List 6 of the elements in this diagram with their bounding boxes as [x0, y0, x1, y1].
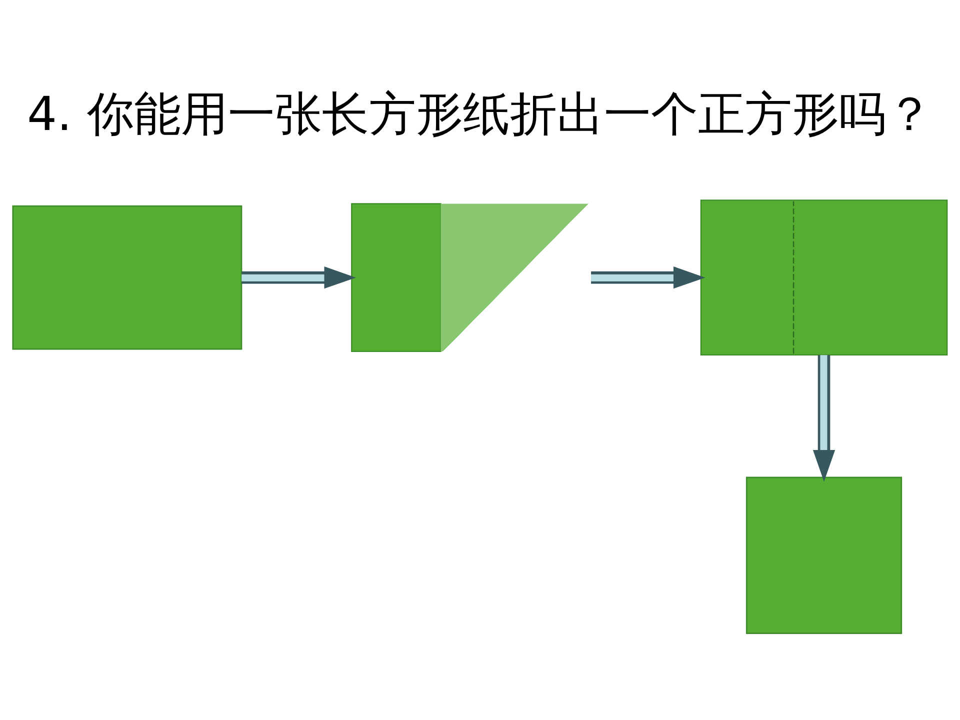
arrow	[812, 354, 836, 482]
arrow	[591, 266, 706, 288]
diagram-title: 4. 你能用一张长方形纸折出一个正方形吗？	[27, 86, 933, 142]
node-box	[746, 476, 902, 634]
node-box	[12, 204, 242, 350]
arrow	[242, 266, 356, 288]
